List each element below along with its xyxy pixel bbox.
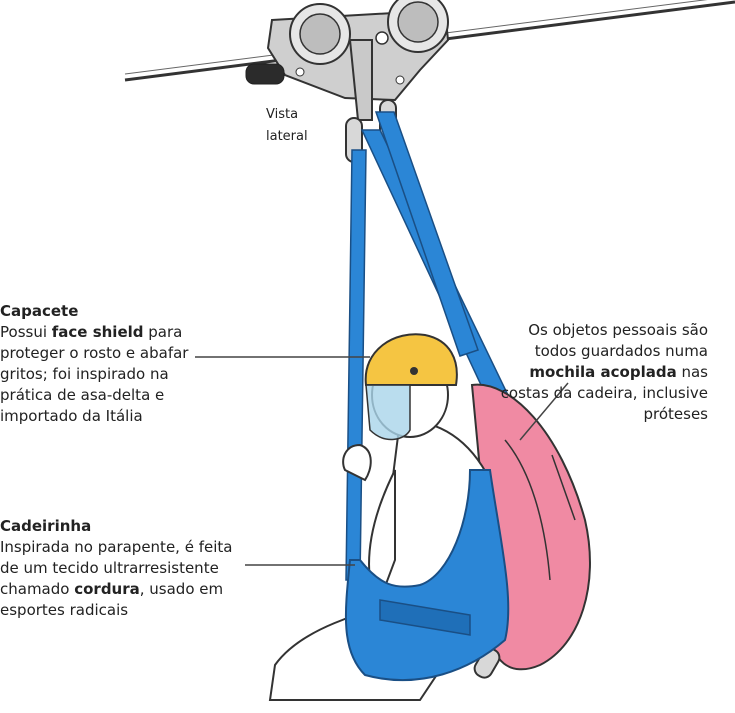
side-view-label: Vista lateral [266,104,336,148]
backpack-text-1: Os objetos pessoais são todos guardados … [528,321,708,360]
helmet-text-bold: face shield [51,323,144,341]
backpack-callout: Os objetos pessoais são todos guardados … [500,320,708,425]
helmet [364,333,458,441]
seat-text-bold: cordura [74,580,140,598]
seat-text-2: , usado em esportes radicais [0,580,224,619]
trolley-pulley [245,0,450,102]
helmet-text-2: para proteger o rosto e abafar gritos; f… [0,323,189,425]
harness-seat [344,469,510,682]
leader-lines [195,356,569,566]
seat-text-1: Inspirada no parapente, é feita de um te… [0,538,233,598]
backpack-text-2: nas costas da cadeira, inclusive prótese… [500,363,708,423]
backpack-text-bold: mochila acoplada [529,363,677,381]
helmet-text-1: Possui [0,323,52,341]
helmet-title: Capacete [0,302,79,320]
seat-title: Cadeirinha [0,517,92,535]
side-view-line2: lateral [266,129,308,144]
side-view-line1: Vista [266,107,299,122]
